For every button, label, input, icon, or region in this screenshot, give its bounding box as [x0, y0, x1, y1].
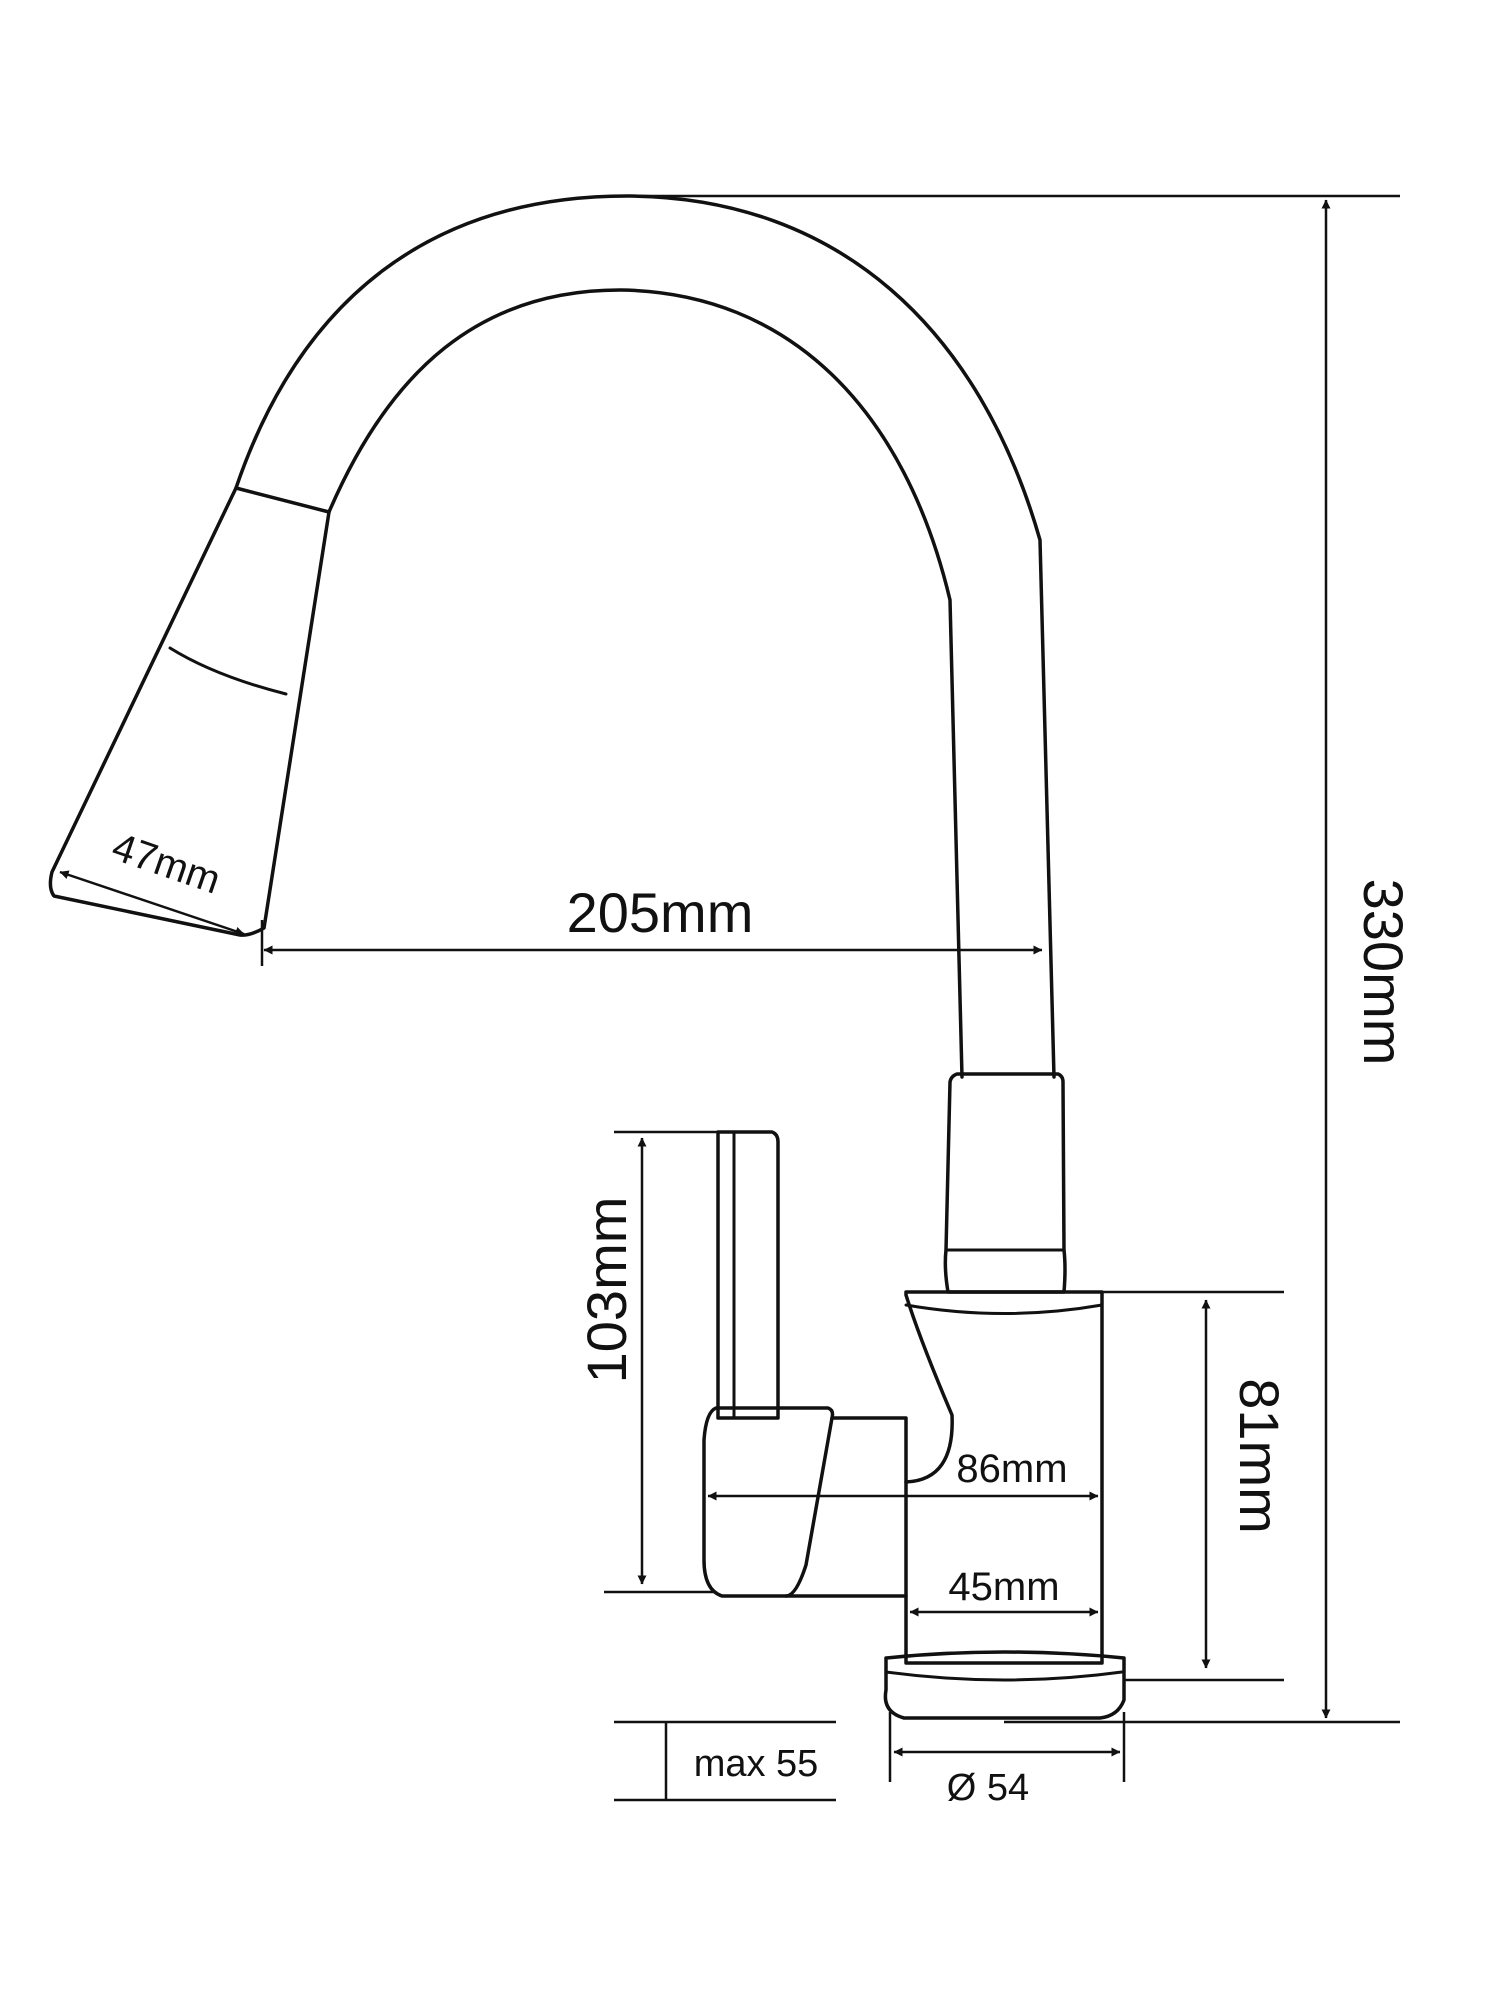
- faucet-body: [904, 1290, 1104, 1665]
- label-reach: 205mm: [567, 881, 754, 944]
- label-spray-head: 47mm: [107, 825, 226, 903]
- lever-handle: [716, 1130, 780, 1420]
- label-handle-projection: 86mm: [956, 1447, 1067, 1491]
- handle-hub: [702, 1406, 835, 1598]
- label-base-diameter: Ø 54: [947, 1767, 1029, 1809]
- spout-collar: [943, 1072, 1067, 1294]
- faucet-outline: [48, 194, 1126, 1720]
- label-body-height: 81mm: [1228, 1378, 1291, 1534]
- handle-connector: [784, 1416, 908, 1598]
- spout-inner-curve: [327, 288, 964, 1079]
- label-body-diameter: 45mm: [948, 1565, 1059, 1609]
- spout-outer-curve: [234, 194, 1056, 1079]
- dimension-lines: [59, 194, 1400, 1802]
- label-height-total: 330mm: [1352, 879, 1415, 1066]
- label-handle-height: 103mm: [575, 1197, 638, 1384]
- base-flange-line: [884, 1670, 1124, 1682]
- label-counter-thickness: max 55: [694, 1743, 819, 1785]
- spray-head-band: [168, 646, 288, 696]
- base-flange: [883, 1650, 1126, 1720]
- dim-spray-head: [59, 870, 245, 936]
- body-top-shadow: [904, 1303, 1104, 1315]
- dimension-labels: 330mm 205mm 47mm 103mm 81mm 86mm 45mm ma…: [107, 825, 1415, 1809]
